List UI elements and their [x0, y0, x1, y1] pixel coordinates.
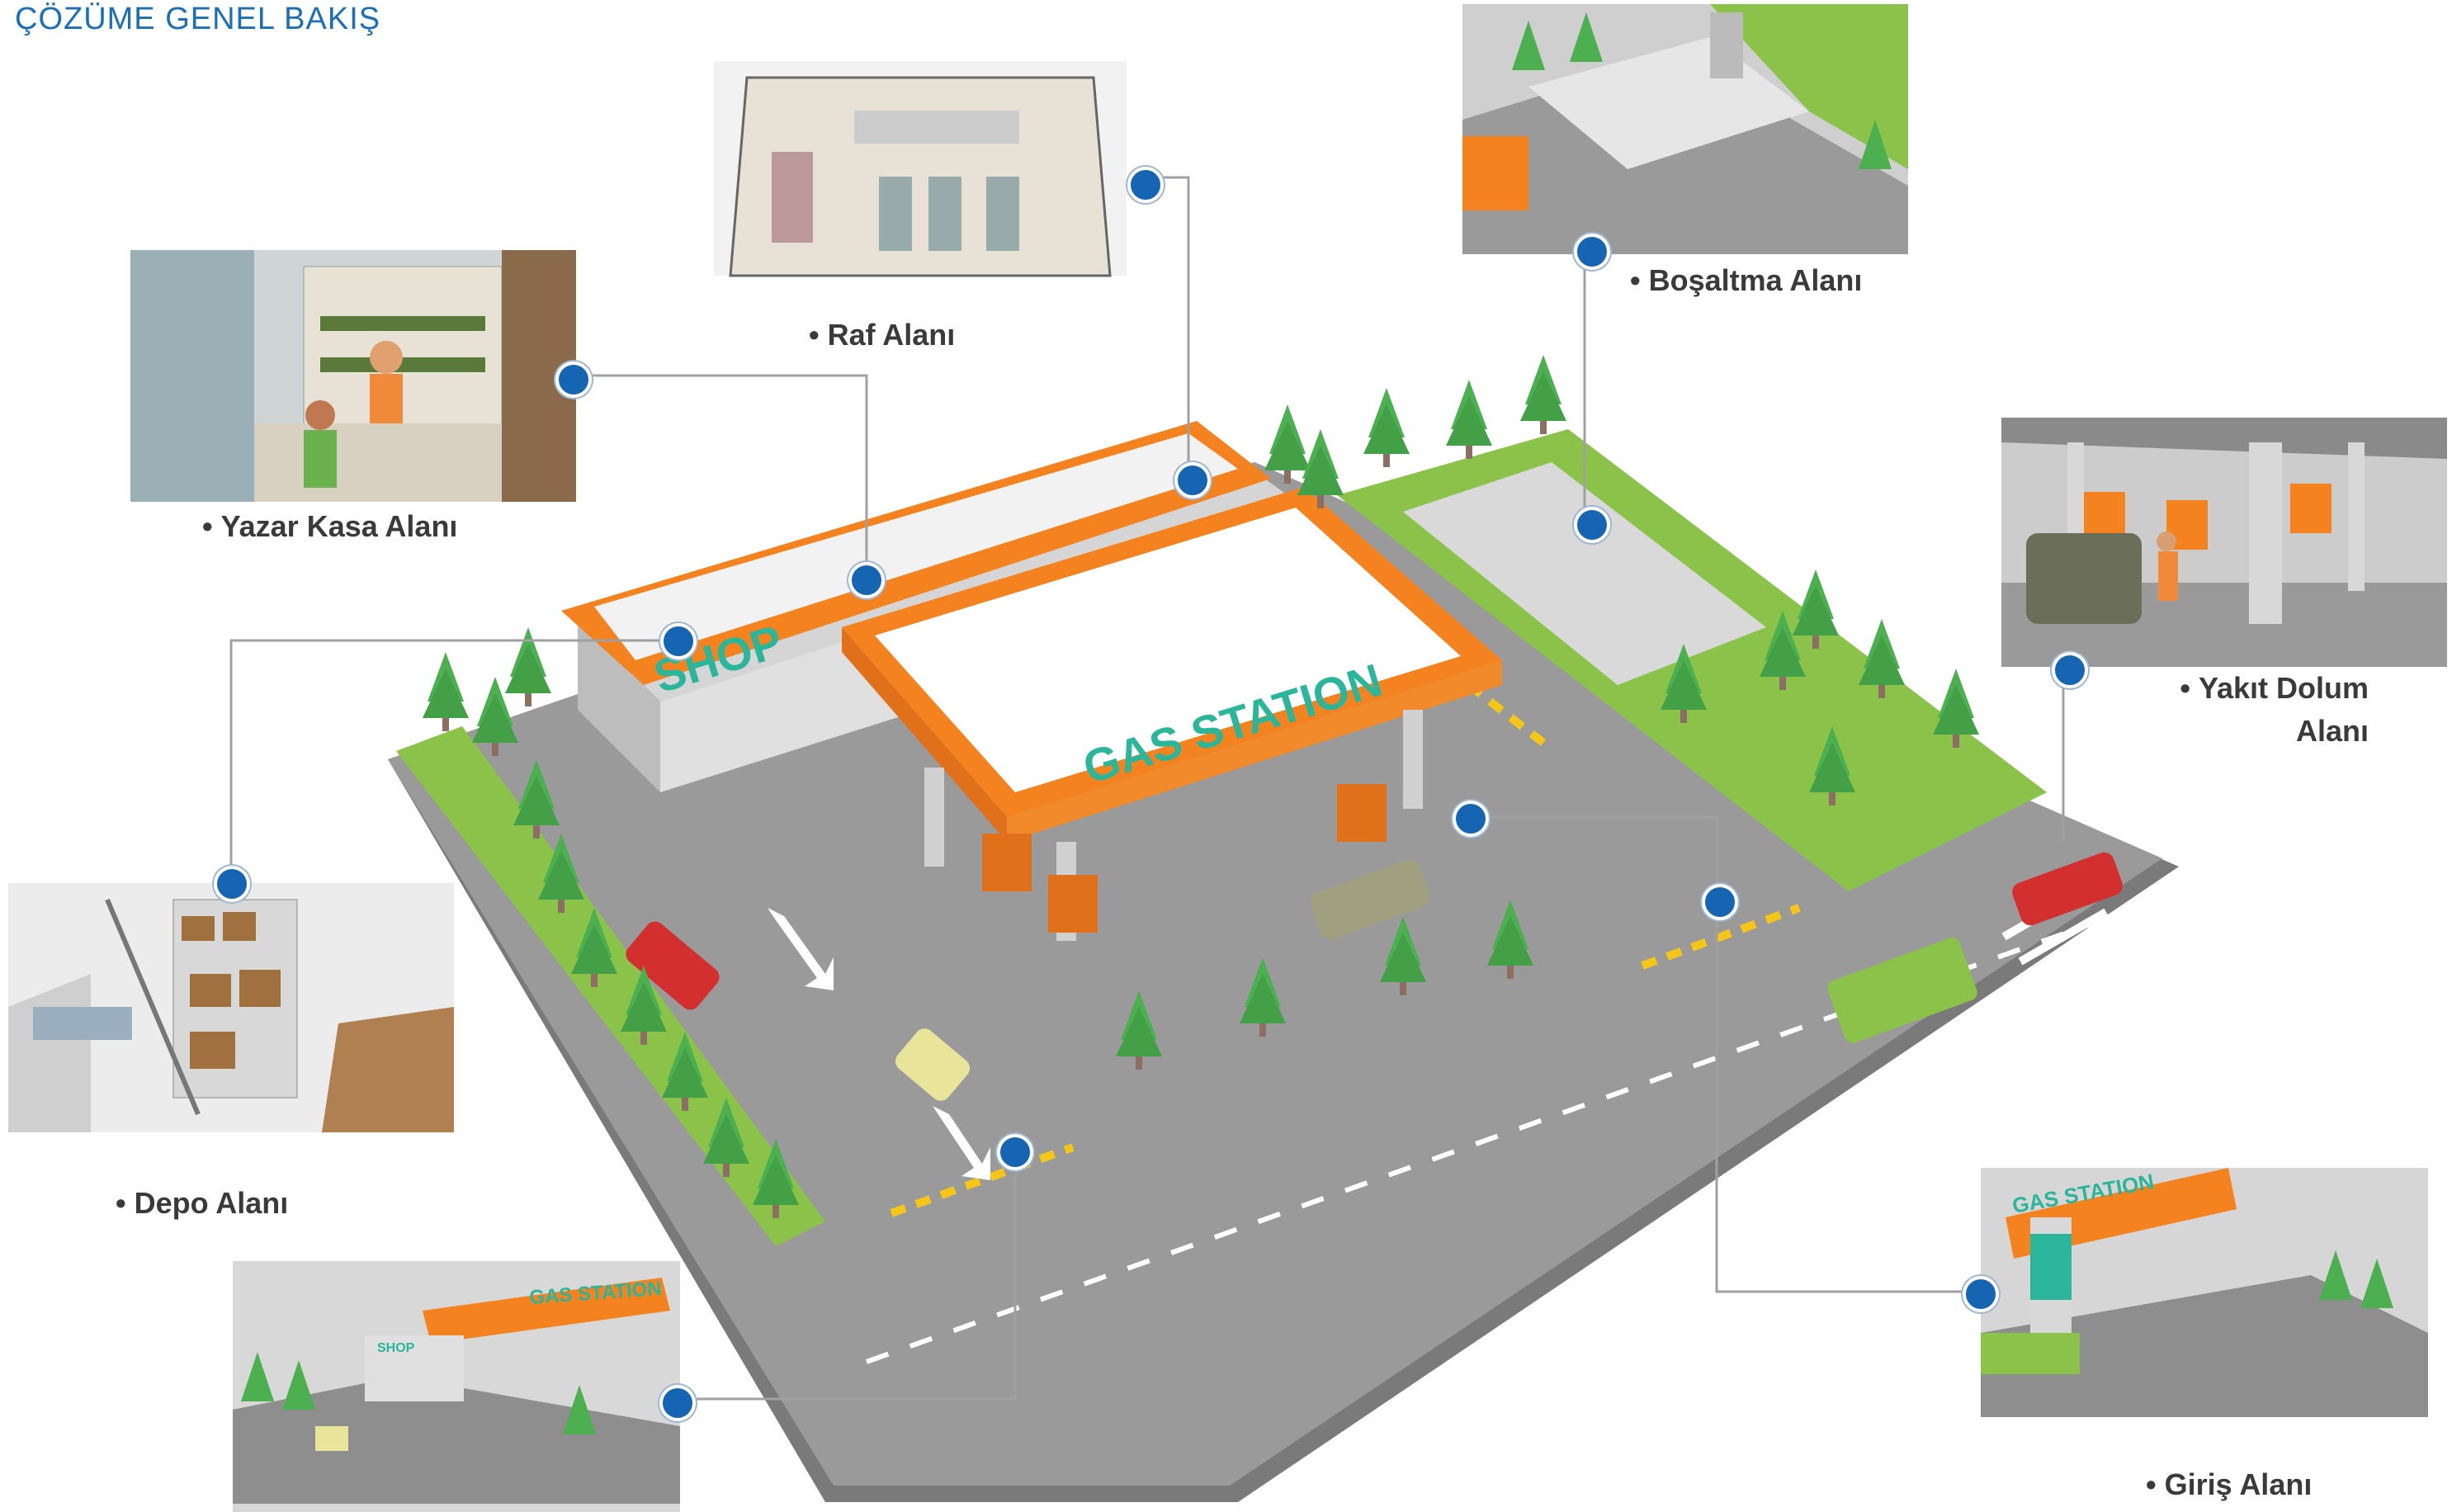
bullet-icon: • — [202, 509, 213, 543]
bullet-icon: • — [2180, 671, 2190, 705]
map-pin-icon[interactable] — [1453, 801, 1489, 837]
map-pin-icon[interactable] — [1127, 167, 1164, 203]
map-pin-icon[interactable] — [2052, 652, 2088, 688]
giris-ana-image: GAS STATION SHOP — [233, 1261, 680, 1512]
unloading-area — [1403, 462, 1766, 685]
depo-area-label: •Depo Alanı — [116, 1186, 289, 1220]
bullet-icon: • — [809, 318, 820, 352]
bullet-icon: • — [1630, 263, 1641, 297]
raf-area-image — [697, 61, 1143, 309]
bullet-icon: • — [2146, 1467, 2157, 1501]
map-pin-icon[interactable] — [1702, 884, 1738, 920]
map-pin-icon[interactable] — [555, 361, 592, 398]
map-pin-icon[interactable] — [1174, 462, 1211, 498]
map-pin-icon[interactable] — [997, 1134, 1033, 1170]
main-thumb-shop: SHOP — [377, 1341, 415, 1355]
map-pin-icon[interactable] — [848, 562, 885, 598]
map-pin-icon[interactable] — [1963, 1276, 1999, 1312]
car-icon — [626, 852, 2123, 1101]
yakit-dolum-area-image — [2001, 418, 2447, 667]
bullet-icon: • — [116, 1186, 126, 1220]
yazar-kasa-area-image — [130, 250, 576, 502]
page-title: ÇÖZÜME GENEL BAKIŞ — [15, 2, 381, 36]
bosaltma-area-image — [1462, 4, 1908, 254]
map-pin-icon[interactable] — [214, 866, 250, 902]
raf-area-label: •Raf Alanı — [809, 318, 956, 352]
yazar-kasa-area-label: •Yazar Kasa Alanı — [202, 509, 458, 543]
map-pin-icon[interactable] — [1574, 507, 1610, 543]
depo-area-image — [8, 883, 454, 1132]
giris-area-image: GAS STATION — [1981, 1168, 2428, 1417]
map-pin-icon[interactable] — [659, 1385, 696, 1421]
bosaltma-area-label: •Boşaltma Alanı — [1630, 263, 1863, 297]
map-pin-icon[interactable] — [660, 623, 697, 659]
yakit-dolum-area-label: •Yakıt Dolum Alanı — [2180, 671, 2369, 748]
giris-area-label: •Giriş Alanı — [2146, 1467, 2313, 1501]
map-pin-icon[interactable] — [1574, 234, 1610, 270]
